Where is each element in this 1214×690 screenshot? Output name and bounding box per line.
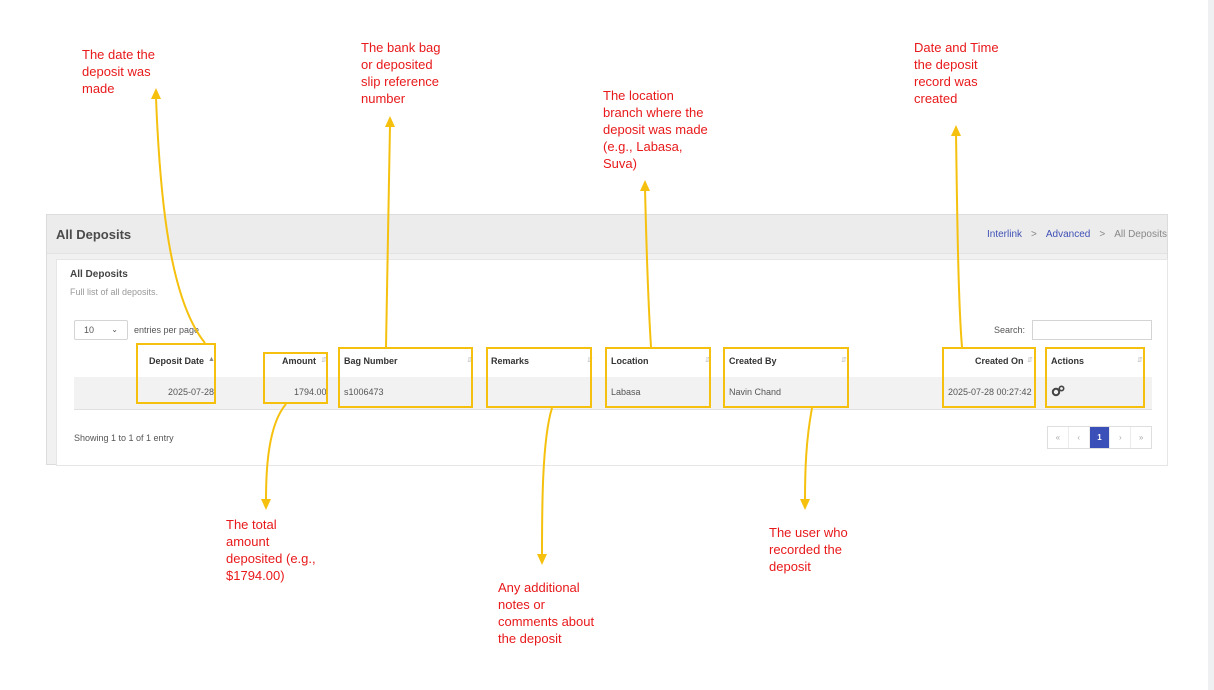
note-remarks: Any additional notes or comments about t… bbox=[498, 580, 595, 646]
sort-icon: ⇵ bbox=[467, 357, 473, 364]
sort-icon: ⇵ bbox=[1027, 357, 1033, 364]
cell-deposit-date: 2025-07-28 bbox=[168, 387, 215, 397]
entries-per-page-value: 10 bbox=[84, 325, 95, 335]
column-amount[interactable]: Amount bbox=[282, 356, 316, 366]
column-remarks[interactable]: Remarks bbox=[491, 356, 530, 366]
card-subtitle: Full list of all deposits. bbox=[70, 287, 159, 297]
sort-icon: ⇵ bbox=[587, 357, 593, 364]
note-location: The location branch where the deposit wa… bbox=[603, 88, 708, 171]
column-actions: Actions bbox=[1051, 356, 1085, 366]
breadcrumb-current: All Deposits bbox=[1114, 229, 1167, 240]
cell-location: Labasa bbox=[611, 387, 641, 397]
cell-created-on: 2025-07-28 00:27:42 bbox=[948, 387, 1032, 397]
note-amount: The total amount deposited (e.g., $1794.… bbox=[226, 517, 316, 583]
arrowhead bbox=[385, 116, 395, 127]
page-prev-button[interactable]: ‹ bbox=[1069, 427, 1090, 448]
cell-created-by: Navin Chand bbox=[729, 387, 782, 397]
deposits-panel: All Deposits Interlink>Advanced>All Depo… bbox=[46, 214, 1168, 466]
chevron-down-icon: ⌄ bbox=[111, 325, 118, 334]
cell-bag-number: s1006473 bbox=[344, 387, 384, 397]
table-row[interactable]: 2025-07-28 1794.00 s1006473 Labasa Navin… bbox=[74, 377, 1152, 410]
breadcrumb-advanced[interactable]: Advanced bbox=[1045, 229, 1091, 240]
page-last-button[interactable]: » bbox=[1138, 433, 1144, 442]
deposits-card: All Deposits Full list of all deposits. … bbox=[56, 259, 1168, 466]
table-info: Showing 1 to 1 of 1 entry bbox=[74, 433, 174, 443]
arrowhead bbox=[800, 499, 810, 510]
page-1-button[interactable]: 1 bbox=[1089, 427, 1111, 448]
pagination: « ‹ 1 › » bbox=[1047, 426, 1152, 449]
search-input[interactable] bbox=[1032, 320, 1152, 340]
page-title: All Deposits bbox=[56, 227, 132, 242]
sort-icon: ⇵ bbox=[321, 357, 327, 364]
cell-amount: 1794.00 bbox=[294, 387, 327, 397]
column-bag-number[interactable]: Bag Number bbox=[344, 356, 398, 366]
column-location[interactable]: Location bbox=[611, 356, 649, 366]
arrowhead bbox=[261, 499, 271, 510]
arrowhead bbox=[537, 554, 547, 565]
page-header: All Deposits Interlink>Advanced>All Depo… bbox=[47, 215, 1167, 254]
page-next-button[interactable]: › bbox=[1110, 427, 1132, 448]
entries-per-page-select[interactable]: 10 ⌄ bbox=[74, 320, 128, 340]
sort-icon: ⇵ bbox=[841, 357, 847, 364]
sort-icon: ⇵ bbox=[1137, 357, 1143, 364]
column-created-by[interactable]: Created By bbox=[729, 356, 777, 366]
table-header: Deposit Date ▲ Amount ⇵ Bag Number ⇵ Rem… bbox=[74, 347, 1152, 378]
note-created-by: The user who recorded the deposit bbox=[769, 525, 848, 574]
entries-per-page-label: entries per page bbox=[134, 325, 200, 335]
sort-icon: ⇵ bbox=[705, 357, 711, 364]
breadcrumb-interlink[interactable]: Interlink bbox=[987, 229, 1023, 240]
note-created-on: Date and Time the deposit record was cre… bbox=[914, 40, 999, 106]
right-scroll-strip bbox=[1208, 0, 1214, 690]
note-deposit-date: The date the deposit was made bbox=[82, 47, 155, 96]
gears-icon-graphic bbox=[1051, 385, 1065, 397]
search-label: Search: bbox=[994, 325, 1026, 335]
arrowhead bbox=[951, 125, 961, 136]
arrowhead bbox=[640, 180, 650, 191]
sort-asc-icon: ▲ bbox=[208, 356, 215, 363]
column-deposit-date[interactable]: Deposit Date bbox=[149, 356, 205, 366]
page-first-button[interactable]: « bbox=[1048, 427, 1069, 448]
column-created-on[interactable]: Created On bbox=[975, 356, 1024, 366]
note-bag-number: The bank bag or deposited slip reference… bbox=[361, 40, 441, 106]
gears-icon[interactable] bbox=[1051, 385, 1065, 399]
breadcrumb: Interlink>Advanced>All Deposits bbox=[987, 229, 1167, 240]
card-title: All Deposits bbox=[70, 269, 128, 280]
